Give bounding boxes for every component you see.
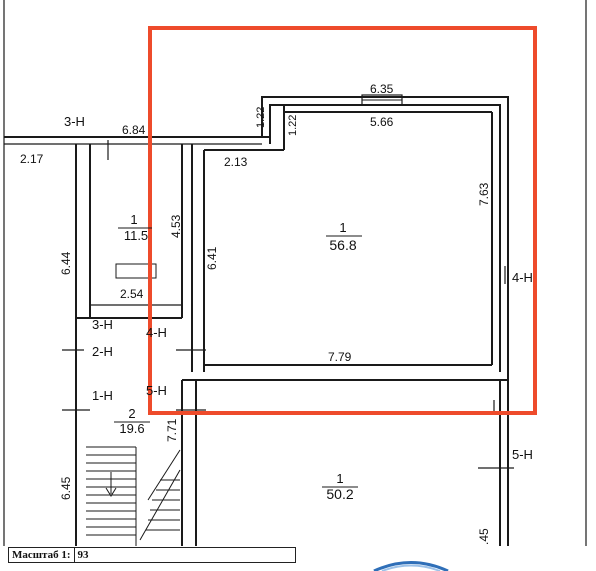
scale-value: 93 [77,549,89,561]
dim-6-41: 6.41 [205,246,219,270]
dim-7-79: 7.79 [328,350,352,364]
labels: 6.35 5.66 1.22 1.22 6.84 2.17 2.13 7.63 … [20,82,533,545]
scale-box: Масштаб 1: 93 [8,547,296,563]
dim-6-44: 6.44 [59,251,73,275]
room-main-area: 56.8 [329,237,356,253]
dim-45: .45 [477,528,491,545]
section-3h-mid: 3-H [92,317,113,332]
room-small-area: 11.5 [124,228,148,243]
scale-label: Масштаб 1: [9,548,75,562]
section-1h: 1-H [92,388,113,403]
room-stair-number: 2 [128,406,135,421]
section-3h-top: 3-H [64,114,85,129]
room-lower-number: 1 [336,471,343,486]
walls [3,0,587,546]
section-marks [62,140,514,469]
dim-2-13: 2.13 [224,155,248,169]
dim-6-35: 6.35 [370,82,394,96]
section-4h-mid: 4-H [146,325,167,340]
staircase [86,263,181,546]
dim-6-45: 6.45 [59,476,73,500]
dim-1-22-b: 1.22 [287,115,299,136]
dim-6-84: 6.84 [122,123,146,137]
dim-2-17: 2.17 [20,152,44,166]
dim-7-71: 7.71 [165,418,179,442]
room-small-number: 1 [130,212,137,227]
section-4h-right: 4-H [512,270,533,285]
room-main-number: 1 [339,220,346,235]
dim-2-54: 2.54 [120,287,144,301]
dim-5-66: 5.66 [370,115,394,129]
red-highlight-box [148,26,537,415]
section-5h-right: 5-H [512,447,533,462]
dim-4-53: 4.53 [169,214,183,238]
section-2h: 2-H [92,344,113,359]
room-lower-area: 50.2 [326,486,353,502]
dim-7-63: 7.63 [477,182,491,206]
highlight-annotation [148,26,537,415]
section-5h-left: 5-H [146,383,167,398]
room-stair-area: 19.6 [119,421,144,436]
seal-logo [373,561,449,571]
dim-1-22-a: 1.22 [255,107,267,128]
